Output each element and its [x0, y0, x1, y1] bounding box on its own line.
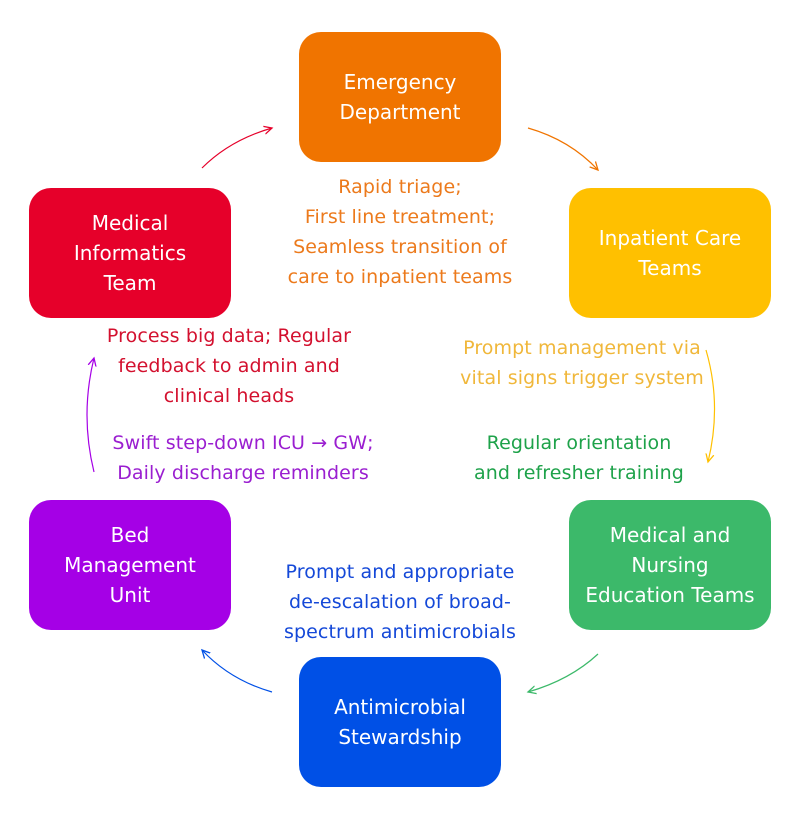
node-bed-management-unit: Bed Management Unit — [29, 500, 231, 630]
arrow-bed-to-informatics — [86, 358, 94, 473]
note-informatics: Process big data; Regular feedback to ad… — [106, 325, 352, 407]
node-informatics-label: Medical Informatics Team — [73, 211, 187, 295]
node-antimicrobial-stewardship: Antimicrobial Stewardship — [299, 657, 501, 787]
node-education-teams: Medical and Nursing Education Teams — [569, 500, 771, 630]
note-education: Regular orientation and refresher traini… — [474, 432, 684, 484]
node-inpatient-label: Inpatient Care Teams — [598, 226, 742, 280]
node-bed-label: Bed Management Unit — [64, 523, 196, 607]
arrow-antimicrobial-to-bed — [202, 650, 273, 693]
arrow-emergency-to-inpatient — [527, 127, 598, 170]
arrow-inpatient-to-education — [706, 349, 716, 462]
note-bed: Swift step-down ICU → GW; Daily discharg… — [112, 432, 374, 484]
arrow-informatics-to-emergency — [201, 128, 272, 169]
note-emergency: Rapid triage; First line treatment; Seam… — [287, 176, 513, 288]
node-emergency-department: Emergency Department — [299, 32, 501, 162]
node-education-label: Medical and Nursing Education Teams — [585, 523, 755, 607]
note-antimicrobial: Prompt and appropriate de-escalation of … — [283, 561, 517, 643]
node-emergency-label: Emergency Department — [339, 70, 461, 124]
node-medical-informatics-team: Medical Informatics Team — [29, 188, 231, 318]
arrow-education-to-antimicrobial — [528, 653, 599, 692]
node-inpatient-care-teams: Inpatient Care Teams — [569, 188, 771, 318]
note-inpatient: Prompt management via vital signs trigge… — [460, 337, 704, 389]
node-antimicrobial-label: Antimicrobial Stewardship — [334, 695, 466, 749]
